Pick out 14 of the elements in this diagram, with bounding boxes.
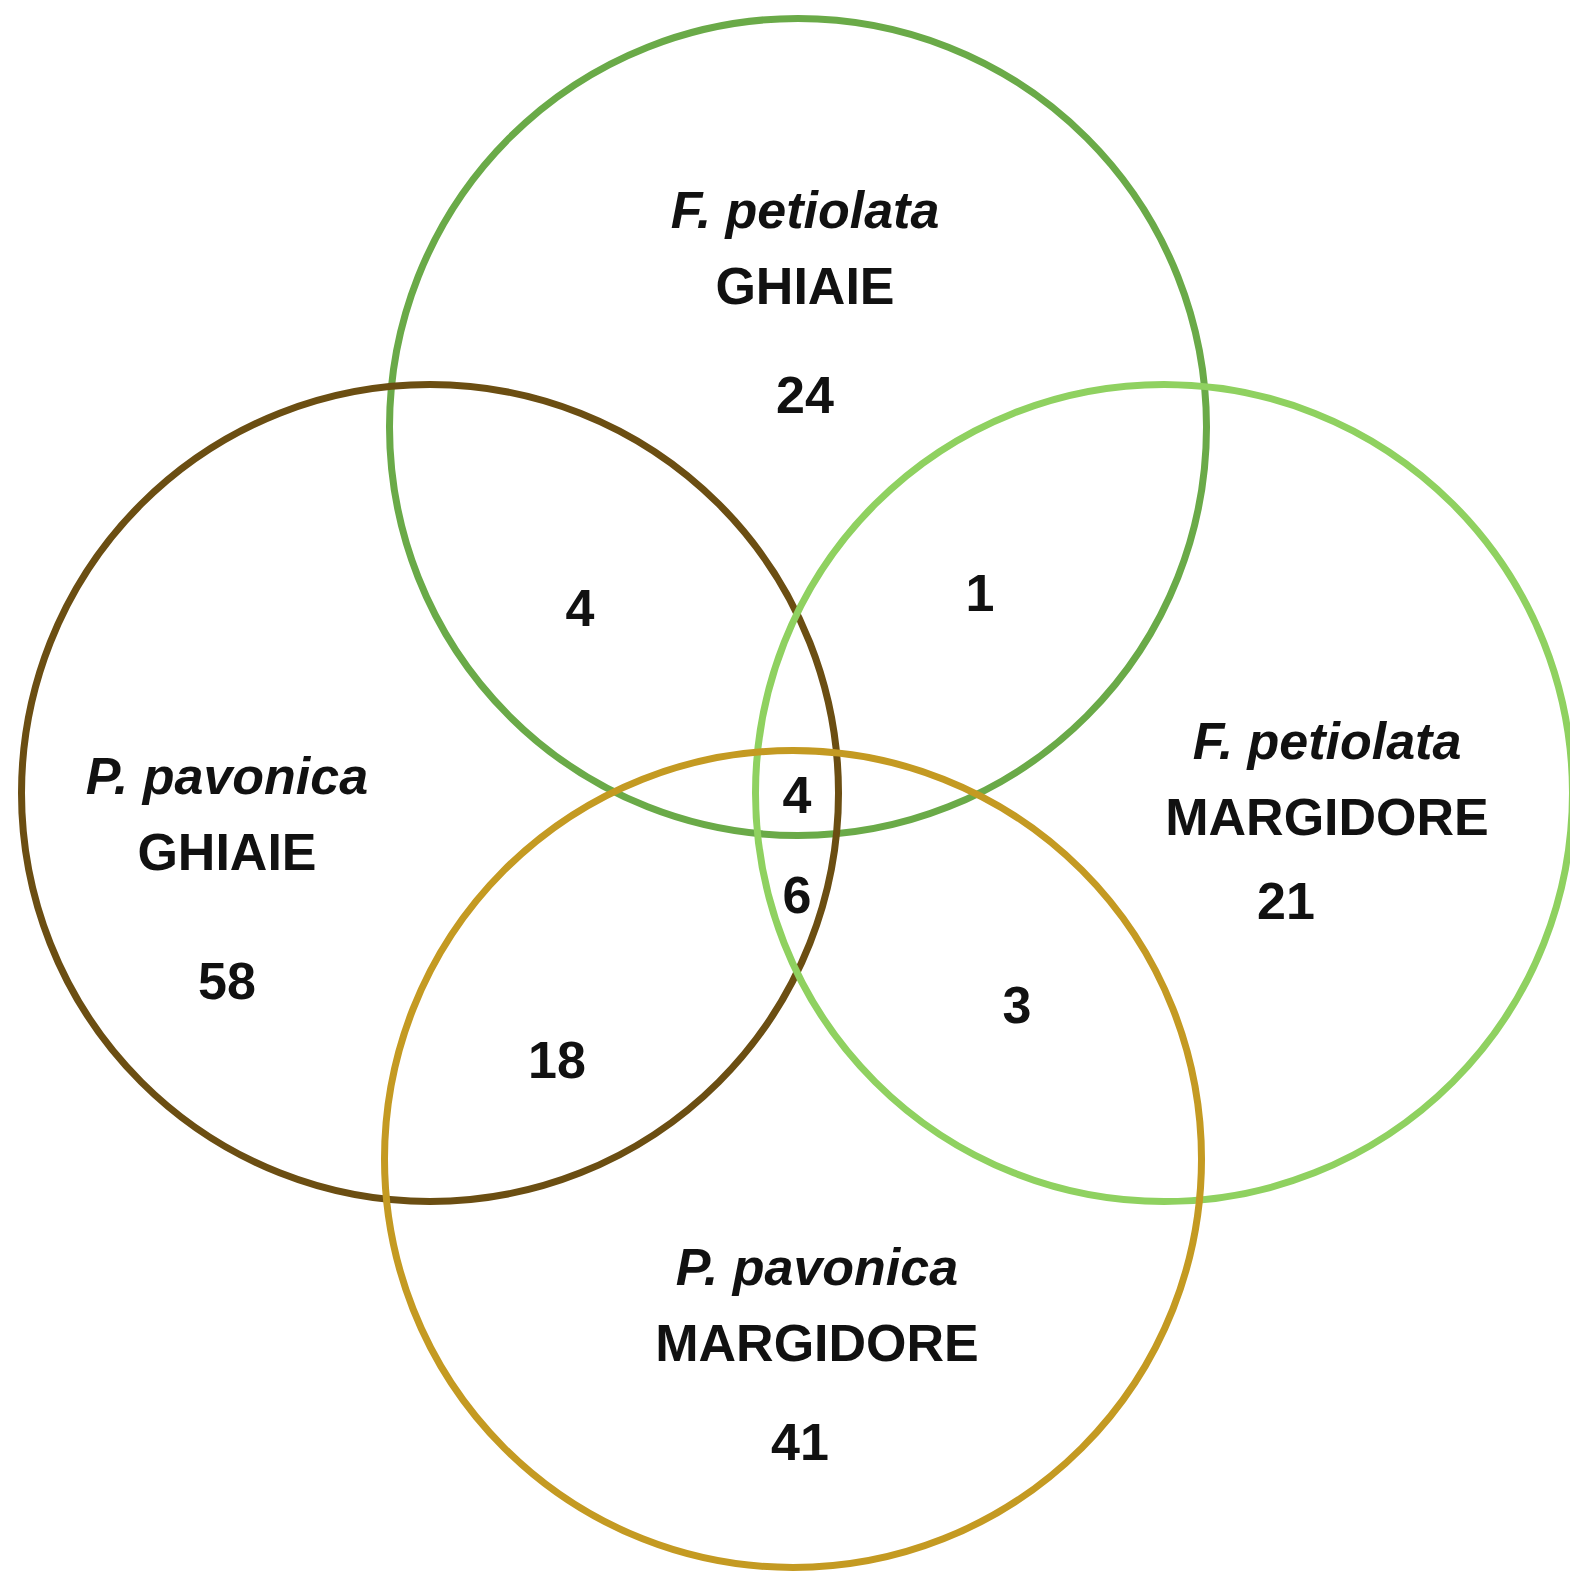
set-label: F. petiolata MARGIDORE [1164,711,1490,848]
count-label: 24 [776,365,834,426]
count-label: 4 [782,765,812,826]
set-label: P. pavonica MARGIDORE [654,1237,980,1374]
count-label: 41 [771,1412,829,1473]
count-label: 58 [198,951,256,1012]
count-label: 18 [528,1030,586,1091]
set-label: P. pavonica GHIAIE [84,746,370,883]
count-label: 3 [1002,975,1032,1036]
count-label: 4 [565,578,595,639]
count-label: 1 [965,563,995,624]
count-label: 6 [782,865,812,926]
count-label: 21 [1257,871,1315,932]
set-label: F. petiolata GHIAIE [669,180,941,317]
